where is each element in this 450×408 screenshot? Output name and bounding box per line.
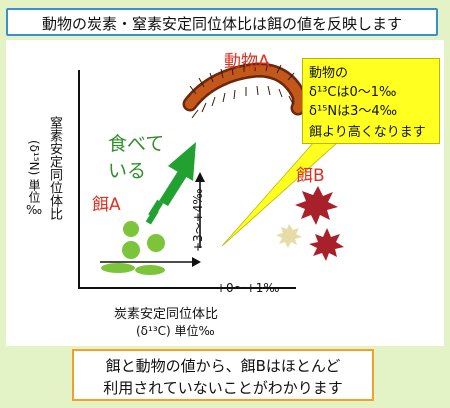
shift-n-arrowhead bbox=[195, 172, 205, 182]
x-axis-label-line2: (δ¹³C) 単位‰ bbox=[136, 324, 215, 338]
food-b-leaf bbox=[309, 228, 344, 261]
food-b-image bbox=[276, 186, 344, 261]
callout-line3: δ¹⁵Nは3〜4‰ bbox=[309, 104, 398, 119]
figure-title: 動物の炭素・窒素安定同位体比は餌の値を反映します bbox=[41, 15, 402, 33]
shift-n-label: +3〜+4‰ bbox=[191, 188, 205, 252]
eating-label-line2: いる bbox=[108, 160, 147, 182]
eating-arrow bbox=[145, 142, 196, 225]
callout-box: 動物の δ¹³Cは0〜1‰ δ¹⁵Nは3〜4‰ 餌より高くなります bbox=[302, 58, 440, 144]
food-a-leaf bbox=[135, 265, 165, 275]
food-a-leaf bbox=[101, 263, 135, 273]
animal-a-label: 動物A bbox=[224, 52, 270, 72]
callout-line2: δ¹³Cは0〜1‰ bbox=[309, 85, 397, 100]
conclusion-box: 餌と動物の値から、餌Bはほとんど 利用されていないことがわかります bbox=[72, 349, 374, 401]
x-axis-label-line1: 炭素安定同位体比 bbox=[114, 307, 219, 322]
eating-label-line1: 食べて bbox=[108, 133, 165, 155]
food-b-leaf bbox=[295, 186, 338, 225]
y-axis-label-line2: (δ¹⁵N) 単位‰ bbox=[27, 140, 41, 218]
callout-line4: 餌より高くなります bbox=[309, 125, 426, 140]
shift-c-arrowhead bbox=[192, 257, 201, 267]
food-a-ball bbox=[147, 234, 165, 252]
food-b-label: 餌B bbox=[296, 166, 325, 186]
conclusion-line2: 利用されていないことがわかります bbox=[103, 379, 343, 397]
callout-line1: 動物の bbox=[309, 66, 349, 81]
food-b-leaf bbox=[276, 224, 302, 248]
title-box: 動物の炭素・窒素安定同位体比は餌の値を反映します bbox=[6, 8, 438, 36]
conclusion-line1: 餌と動物の値から、餌Bはほとんど bbox=[105, 357, 341, 375]
food-a-ball bbox=[123, 221, 139, 237]
animal-a-image bbox=[182, 61, 307, 119]
y-axis-label-line1: 窒素安定同位体比 bbox=[47, 116, 62, 220]
food-a-label: 餌A bbox=[92, 195, 121, 215]
food-a-items bbox=[101, 221, 165, 275]
shift-c-label: +0〜+1‰ bbox=[216, 281, 280, 295]
food-a-ball bbox=[122, 241, 140, 259]
